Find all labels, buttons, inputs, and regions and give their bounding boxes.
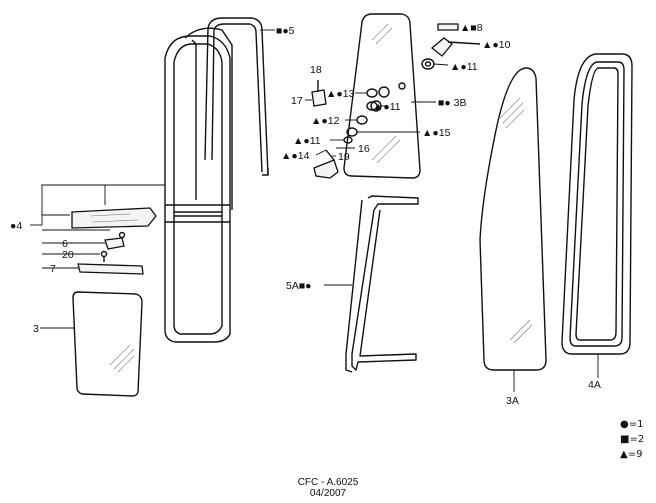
quarter-glass-3b (343, 13, 421, 179)
callout-17: 17 (291, 95, 303, 107)
callout-11b: ▲●11 (373, 101, 401, 113)
washer-11-mid (366, 101, 388, 111)
callout-16: 16 (358, 143, 370, 155)
seal-strip-5 (204, 17, 269, 176)
callout-11c: ▲●11 (293, 135, 321, 147)
legend-triangle: ▲=9 (620, 449, 643, 460)
callout-20: 20 (62, 249, 74, 261)
callout-5a: 5A■● (286, 280, 312, 292)
drawing-date: 04/2007 (309, 488, 347, 499)
washer-11-top (421, 58, 449, 70)
callout-7: 7 (50, 263, 56, 275)
regulator-channel (71, 207, 157, 229)
callout-15: ▲●15 (422, 127, 451, 139)
latch-17 (311, 80, 327, 107)
callout-13: ▲●13 (326, 88, 355, 100)
nut-12 (345, 115, 368, 125)
callout-4a: 4A (588, 379, 601, 391)
callout-19: 19 (338, 151, 350, 163)
glass-3a (479, 67, 547, 371)
legend-circle: ●=1 (620, 419, 644, 430)
strip-7 (77, 263, 144, 275)
callout-6: 6 (62, 238, 68, 250)
drawing-code: CFC - A.6025 (297, 477, 359, 488)
bolt-15 (346, 127, 420, 137)
clip-6 (104, 237, 125, 250)
bracket-leader-tree (41, 184, 165, 269)
callout-8: ▲■8 (460, 22, 483, 34)
callout-14: ▲●14 (281, 150, 310, 162)
run-channel-5a (345, 195, 419, 373)
catch-14 (313, 147, 355, 179)
callout-3b: ■● 3B (438, 97, 466, 109)
washer-11-low (330, 136, 353, 144)
nut-small (118, 231, 126, 239)
callout-12: ▲●12 (311, 115, 340, 127)
callout-3a: 3A (506, 395, 519, 407)
callout-5: ■●5 (276, 25, 295, 37)
seal-4a (561, 53, 633, 355)
door-frame-seal (164, 27, 233, 343)
callout-3: 3 (33, 323, 39, 335)
callout-18: 18 (310, 64, 322, 76)
callout-11a: ▲●11 (450, 61, 478, 73)
legend-square: ■=2 (620, 434, 645, 445)
callout-4: ●4 (10, 220, 22, 232)
hinge-pin-8 (437, 23, 459, 31)
glass-3 (72, 291, 143, 397)
screw-20 (100, 250, 108, 262)
callout-10: ▲●10 (482, 39, 511, 51)
hinge-pin-10 (430, 37, 481, 57)
nut-13 (355, 88, 378, 98)
